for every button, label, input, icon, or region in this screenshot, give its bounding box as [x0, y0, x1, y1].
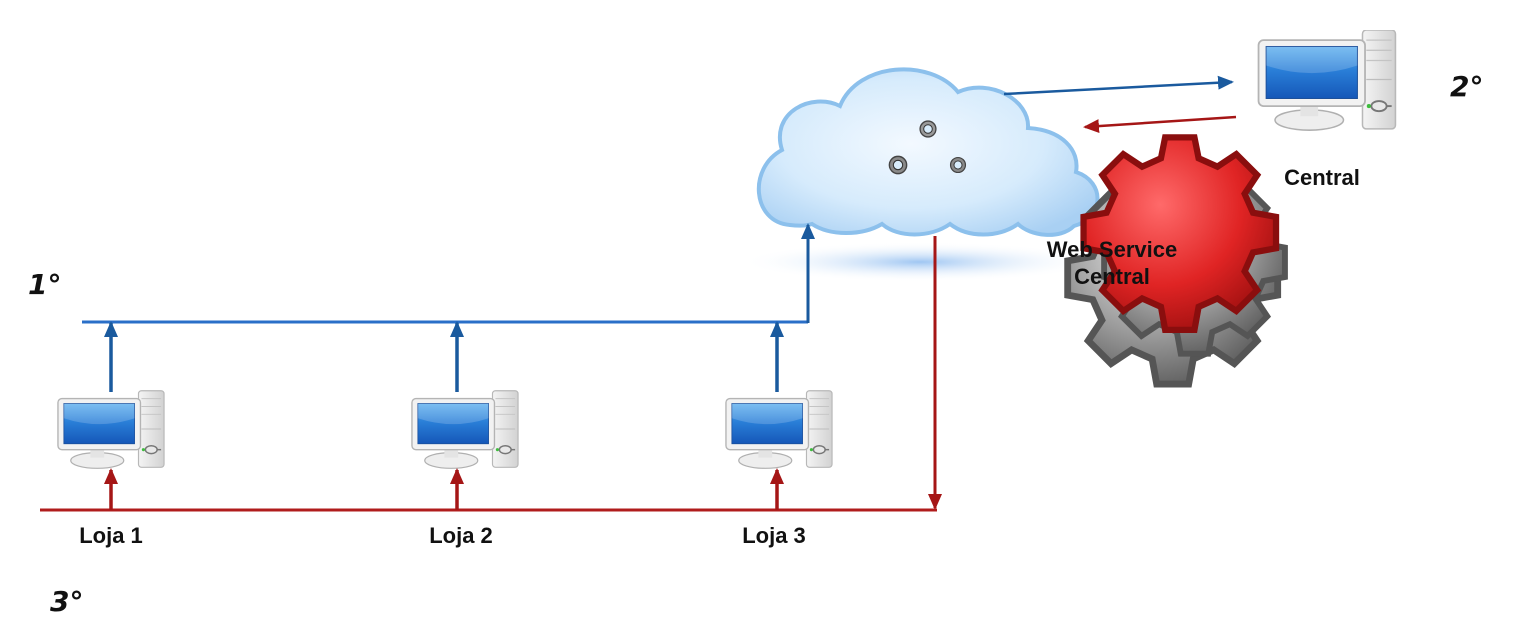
- store-2-computer-icon[interactable]: [411, 390, 519, 470]
- central-label: Central: [1284, 165, 1360, 190]
- cloud-icon[interactable]: [757, 67, 1100, 237]
- store-3-computer-icon[interactable]: [725, 390, 833, 470]
- cloud-label-line2: Central: [1074, 264, 1150, 289]
- upload-flow-lines: [82, 75, 1234, 392]
- step-1-label: 1°: [28, 268, 62, 301]
- store-3-label: Loja 3: [742, 523, 806, 548]
- cloud-label: Web Service Central: [1020, 236, 1204, 290]
- upload-arrow-to-central: [1003, 75, 1234, 96]
- cloud-shadow: [740, 242, 1100, 282]
- cloud-shape: [757, 67, 1100, 237]
- central-computer-icon[interactable]: [1257, 30, 1397, 132]
- download-flow-lines: [40, 115, 1237, 512]
- store-1-label: Loja 1: [79, 523, 143, 548]
- download-arrow-to-cloud: [1083, 115, 1237, 134]
- store-1-computer-icon[interactable]: [57, 390, 165, 470]
- step-2-label: 2°: [1450, 70, 1484, 103]
- cloud-label-line1: Web Service: [1046, 237, 1178, 262]
- store-2-label: Loja 2: [429, 523, 493, 548]
- step-3-label: 3°: [50, 585, 84, 618]
- gears-icon: [888, 120, 1285, 384]
